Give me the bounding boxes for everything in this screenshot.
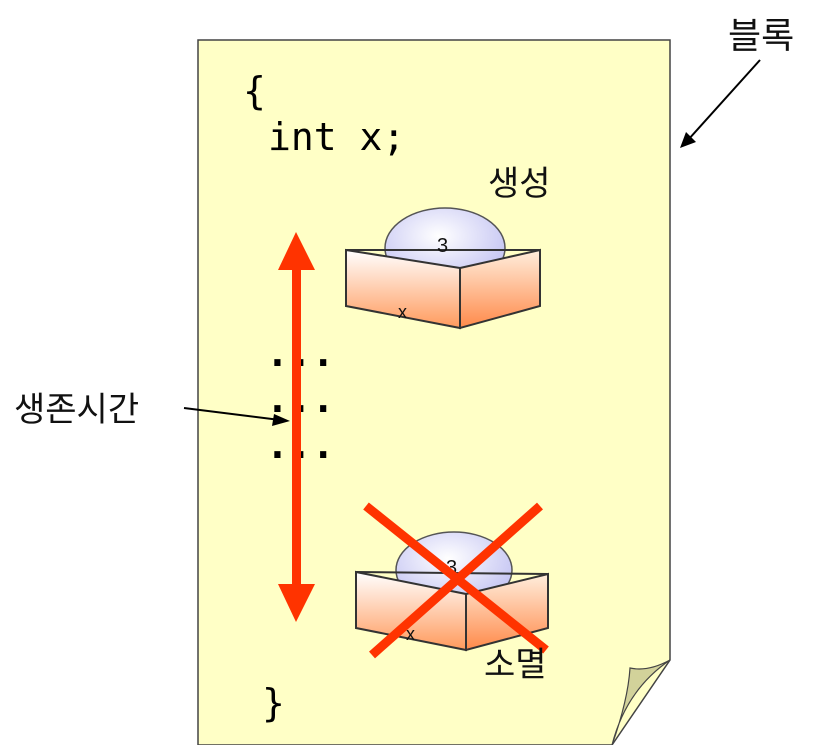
value-text: 3 xyxy=(446,557,457,579)
lifetime-label: 생존시간 xyxy=(14,390,139,430)
lifetime-arrow-head-bottom xyxy=(278,584,315,622)
variable-box-created: 3 x xyxy=(345,207,541,330)
lifetime-arrow-head-top xyxy=(278,232,315,270)
variable-name-text: x xyxy=(406,624,415,644)
code-block-paper xyxy=(197,39,671,745)
destroyed-cross xyxy=(363,502,549,659)
value-text: 3 xyxy=(437,235,448,257)
lifetime-pointer-arrow xyxy=(183,407,290,426)
paper-sheet xyxy=(197,39,671,745)
close-brace: } xyxy=(262,681,285,725)
lifetime-span-arrow xyxy=(278,232,315,622)
block-label: 블록 xyxy=(728,16,794,57)
variable-name-text: x xyxy=(398,302,407,322)
destroyed-label: 소멸 xyxy=(484,645,547,685)
open-brace: { xyxy=(243,69,266,113)
box-side xyxy=(459,248,541,330)
created-label: 생성 xyxy=(488,164,551,204)
variable-declaration: int x; xyxy=(268,115,405,159)
block-pointer-arrow xyxy=(680,59,761,148)
paper-fold-corner xyxy=(611,659,671,745)
